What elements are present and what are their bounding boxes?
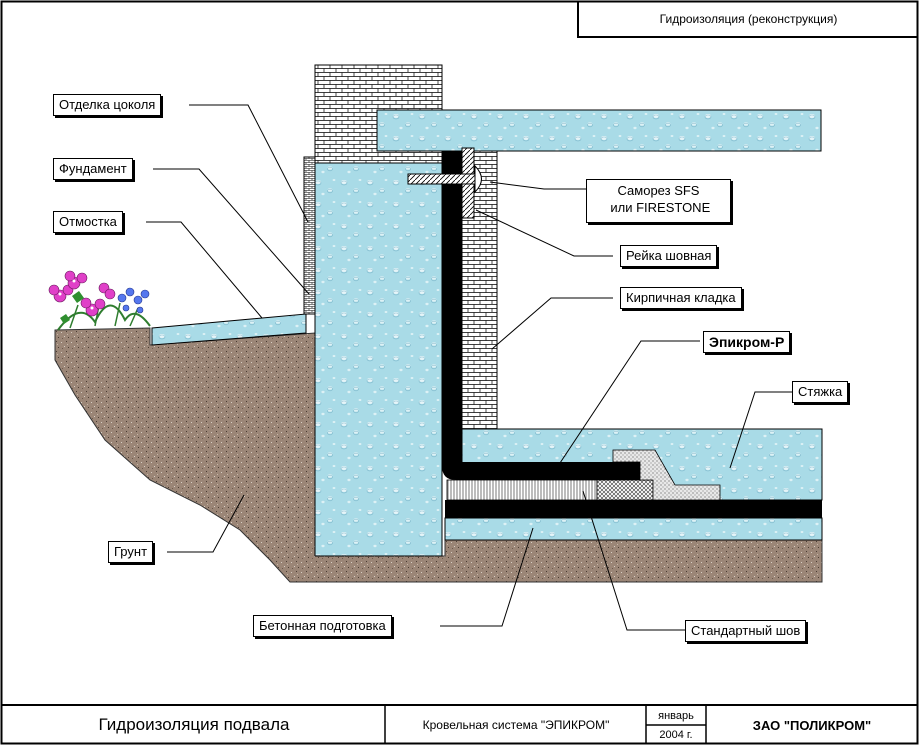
date-month: январь xyxy=(658,709,694,722)
label-blind-area: Отмостка xyxy=(53,211,123,233)
label-screw: Саморез SFS или FIRESTONE xyxy=(586,179,731,223)
floor-slab xyxy=(376,109,822,152)
date-year: 2004 г. xyxy=(659,729,693,741)
screed-edge-fill xyxy=(612,449,721,501)
label-standard-seam: Стандартный шов xyxy=(685,620,807,642)
ground-soil xyxy=(54,327,823,583)
label-ground: Грунт xyxy=(108,541,154,563)
foundation-wall xyxy=(314,162,443,557)
label-brick-masonry: Кирпичная кладка xyxy=(620,287,742,309)
label-concrete-prep: Бетонная подготовка xyxy=(253,615,392,637)
membrane-bottom-layer xyxy=(445,500,822,518)
concrete-preparation xyxy=(444,517,823,541)
drawing-title: Гидроизоляция подвала xyxy=(98,715,290,734)
sfs-screw-icon xyxy=(407,164,482,194)
company-name: ЗАО "ПОЛИКРОМ" xyxy=(752,717,872,733)
leader-lines xyxy=(146,104,793,631)
label-foundation: Фундамент xyxy=(53,158,133,180)
system-name: Кровельная система "ЭПИКРОМ" xyxy=(422,718,610,732)
seam-overlap xyxy=(596,479,654,501)
label-screed: Стяжка xyxy=(792,381,849,403)
label-seam-batten: Рейка шовная xyxy=(620,245,718,267)
blind-area-slab xyxy=(151,313,307,346)
label-plinth-finish: Отделка цоколя xyxy=(53,94,162,116)
label-epikrom-membrane: Эпикром-Р xyxy=(703,331,791,353)
flower-bush-icon xyxy=(48,270,151,331)
plinth-finish xyxy=(303,156,316,315)
standard-seam-layer xyxy=(446,479,598,501)
header-title: Гидроизоляция (реконструкция) xyxy=(659,12,838,26)
